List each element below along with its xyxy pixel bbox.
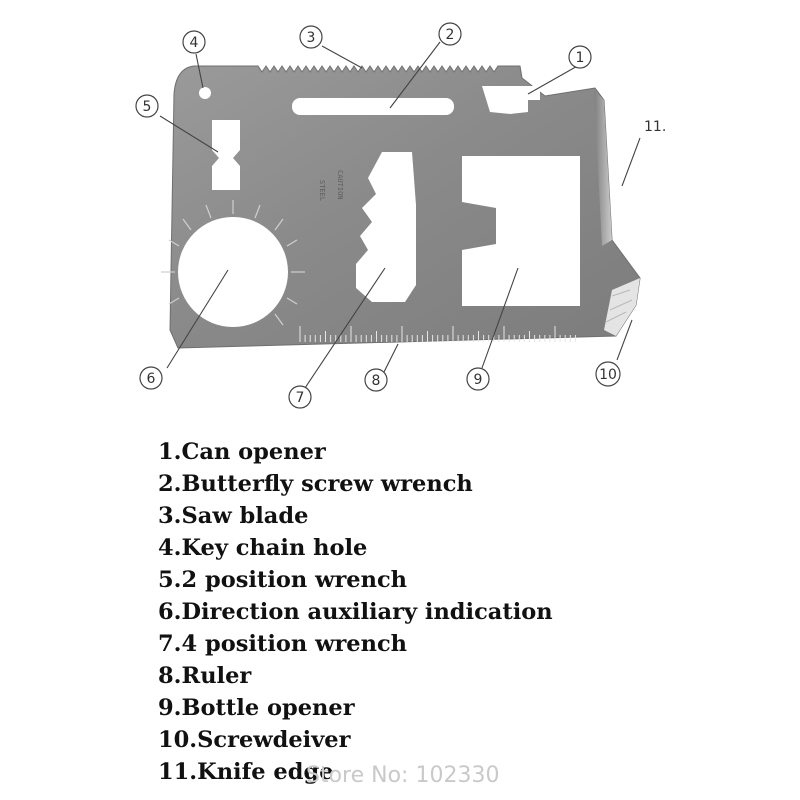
svg-text:1: 1: [576, 50, 585, 66]
direction-indicator-ticks: [161, 200, 305, 326]
marker-6: 6: [139, 366, 163, 390]
legend-item-saw-blade: 3.Saw blade: [158, 503, 309, 529]
legend-item-2-position-wrench: 5.2 position wrench: [158, 567, 408, 593]
leader-lines: [159, 41, 641, 389]
card-body: [169, 65, 641, 349]
legend-item-direction-indication: 6.Direction auxiliary indication: [158, 599, 553, 625]
engraving-caution: CAUTION: [336, 170, 344, 200]
marker-10: 10: [595, 361, 621, 387]
legend-item-butterfly-screw-wrench: 2.Butterfly screw wrench: [158, 471, 473, 497]
legend-item-bottle-opener: 9.Bottle opener: [158, 695, 355, 721]
legend-item-key-chain-hole: 4.Key chain hole: [158, 535, 368, 561]
marker-2: 2: [438, 22, 462, 46]
legend-item-knife-edge: 11.Knife edge: [158, 759, 334, 785]
svg-text:2: 2: [446, 27, 455, 43]
ruler-ticks: [299, 326, 576, 342]
legend-item-can-opener: 1.Can opener: [158, 439, 326, 465]
legend-item-ruler: 8.Ruler: [158, 663, 252, 689]
svg-text:9: 9: [474, 372, 483, 388]
svg-text:10: 10: [599, 367, 617, 383]
marker-7: 7: [288, 385, 312, 409]
card-engraving: CAUTION STEEL: [318, 170, 344, 201]
marker-8: 8: [364, 368, 388, 392]
svg-text:7: 7: [296, 390, 305, 406]
svg-text:3: 3: [307, 30, 316, 46]
svg-text:11.: 11.: [644, 119, 666, 135]
engraving-steel: STEEL: [318, 180, 326, 201]
feature-legend: 1.Can opener 2.Butterfly screw wrench 3.…: [158, 436, 553, 788]
marker-11: 11.: [644, 119, 666, 135]
multitool-card-diagram: CAUTION STEEL 1 2 3 4 5 6: [135, 22, 666, 409]
legend-item-4-position-wrench: 7.4 position wrench: [158, 631, 408, 657]
svg-text:8: 8: [372, 373, 381, 389]
svg-text:6: 6: [147, 371, 156, 387]
marker-1: 1: [568, 45, 592, 69]
marker-4: 4: [182, 30, 206, 54]
svg-text:5: 5: [143, 99, 152, 115]
svg-text:4: 4: [190, 35, 199, 51]
marker-9: 9: [466, 367, 490, 391]
marker-5: 5: [135, 94, 159, 118]
legend-item-screwdriver: 10.Screwdeiver: [158, 727, 351, 753]
marker-3: 3: [299, 25, 323, 49]
store-watermark: Store No: 102330: [306, 763, 500, 788]
